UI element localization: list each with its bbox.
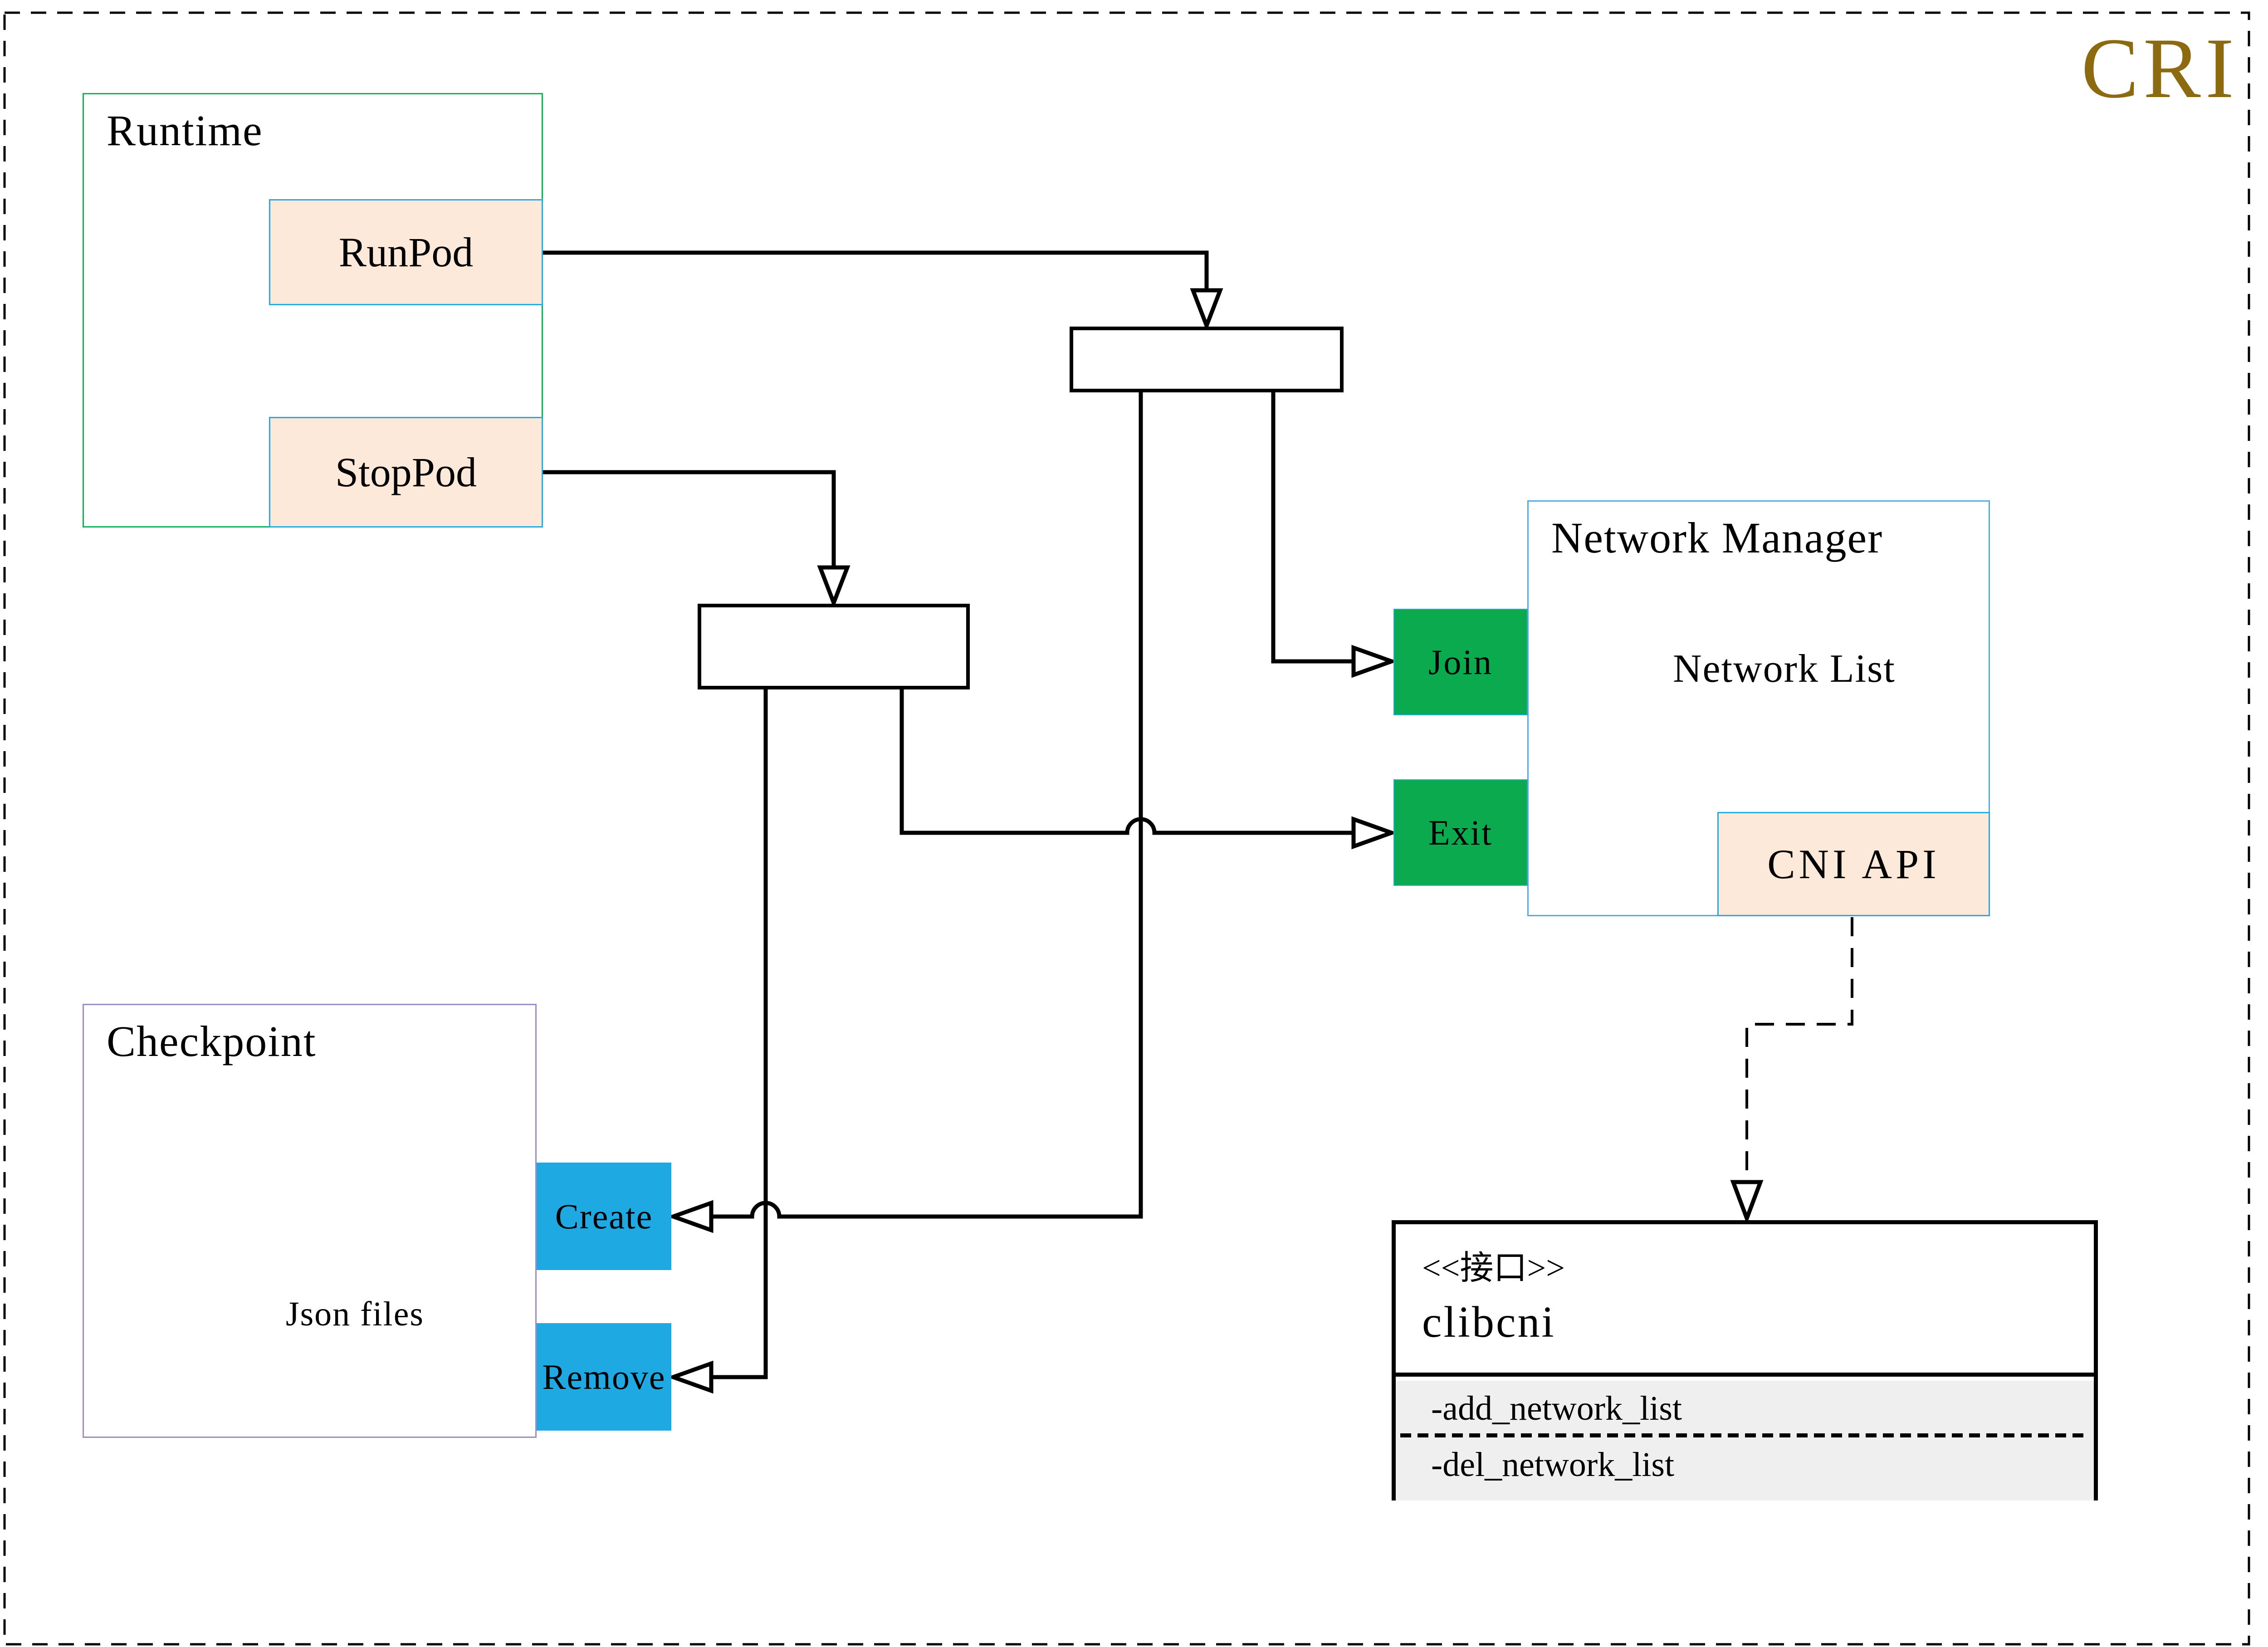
connector-cniapi-to-clibcni-dashed xyxy=(1745,917,1853,1182)
runtime-title: Runtime xyxy=(107,106,263,155)
arrowhead-down-clibcni-icon xyxy=(1730,1180,1764,1224)
runpod-label: RunPod xyxy=(338,229,474,275)
clibcni-attributes-section: -add_network_list -del_network_list xyxy=(1396,1381,2094,1500)
connector-node1-to-create xyxy=(710,392,1143,1219)
connector-node1-to-join xyxy=(1271,392,1354,664)
create-node: Create xyxy=(537,1163,671,1270)
clibcni-interface-box: <<接口>> clibcni -add_network_list -del_ne… xyxy=(1392,1220,2098,1500)
arrowhead-right-join-icon xyxy=(1351,645,1398,678)
network-manager-title: Network Manager xyxy=(1551,513,1883,562)
clibcni-name: clibcni xyxy=(1422,1298,1556,1347)
clibcni-stereotype: <<接口>> xyxy=(1422,1250,1565,1287)
arrowhead-down-node1-icon xyxy=(1190,288,1223,332)
stoppod-node: StopPod xyxy=(269,417,543,528)
clibcni-method-add: -add_network_list xyxy=(1431,1389,1682,1427)
connector-runpod-to-node1 xyxy=(543,250,1209,291)
flow-node-1 xyxy=(1070,327,1344,392)
connector-node2-to-remove xyxy=(710,689,768,1379)
arrowhead-left-create-icon xyxy=(667,1200,714,1233)
cni-api-node: CNI API xyxy=(1717,812,1990,916)
cni-api-label: CNI API xyxy=(1767,841,1940,887)
connector-node2-to-exit xyxy=(899,689,1354,835)
json-files-label: Json files xyxy=(286,1295,424,1333)
runtime-box: Runtime xyxy=(83,93,543,528)
network-manager-box: Network Manager xyxy=(1527,500,1990,916)
cri-label: CRI xyxy=(2081,21,2239,116)
connector-stoppod-to-node2 xyxy=(543,470,836,568)
clibcni-method-del: -del_network_list xyxy=(1431,1446,1675,1484)
clibcni-header-section: <<接口>> clibcni xyxy=(1396,1224,2094,1377)
remove-label: Remove xyxy=(542,1357,666,1397)
arrowhead-down-node2-icon xyxy=(817,565,850,609)
join-label: Join xyxy=(1428,642,1493,682)
create-label: Create xyxy=(555,1196,653,1236)
arrowhead-left-remove-icon xyxy=(667,1360,714,1394)
remove-node: Remove xyxy=(537,1323,671,1431)
runpod-node: RunPod xyxy=(269,199,543,305)
stoppod-label: StopPod xyxy=(335,449,477,495)
clibcni-attr-divider xyxy=(1400,1433,2090,1437)
arrowhead-right-exit-icon xyxy=(1351,816,1398,850)
flow-node-2 xyxy=(698,604,970,689)
checkpoint-box: Checkpoint xyxy=(83,1004,537,1438)
checkpoint-title: Checkpoint xyxy=(107,1017,317,1065)
join-node: Join xyxy=(1393,609,1528,715)
network-list-label: Network List xyxy=(1673,647,1896,691)
exit-node: Exit xyxy=(1393,779,1528,886)
exit-label: Exit xyxy=(1428,812,1493,852)
